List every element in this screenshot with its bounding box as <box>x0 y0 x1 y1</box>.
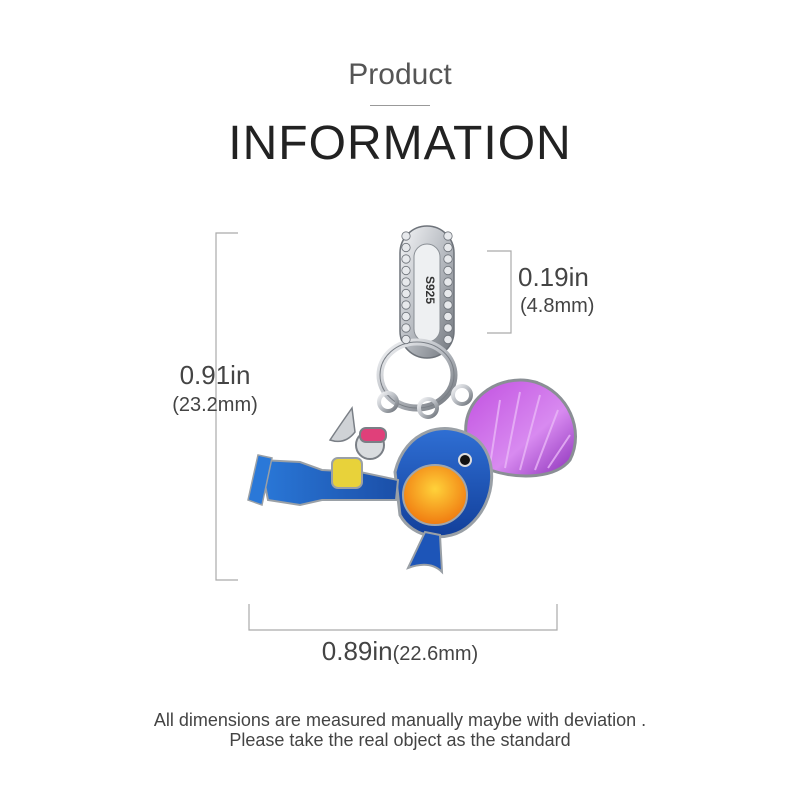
bail-bead <box>443 242 453 253</box>
note-line-2: Please take the real object as the stand… <box>229 730 571 750</box>
height-dimension-line <box>215 232 238 581</box>
bail-bead <box>443 288 453 299</box>
width-mm-label: (22.6mm) <box>392 643 479 665</box>
bail-bead <box>443 265 453 276</box>
bail-beads <box>401 231 453 345</box>
bail-bead <box>401 300 411 310</box>
bail-bead <box>443 277 453 287</box>
bail-bead <box>401 311 411 322</box>
bail-bead <box>401 288 411 299</box>
bail-bead <box>443 323 453 333</box>
beaded-bail <box>399 225 455 359</box>
diver-charm <box>247 405 400 507</box>
bail-bead <box>401 242 411 253</box>
width-label: 0.89in(22.6mm) <box>0 636 800 667</box>
bail-bead <box>443 311 453 322</box>
note-line-1: All dimensions are measured manually may… <box>153 710 647 730</box>
fish-charm <box>393 415 494 575</box>
s925-stamp: S925 <box>423 276 437 304</box>
bail-bead <box>443 254 453 264</box>
title-divider <box>370 105 430 106</box>
bail-bead <box>401 277 411 287</box>
ring-mm-label: (4.8mm) <box>520 295 595 317</box>
bail-bead <box>401 323 411 333</box>
bail-bead <box>401 265 411 276</box>
width-inches-label: 0.89in <box>321 636 393 666</box>
measurement-note: All dimensions are measured manually may… <box>0 710 800 750</box>
bail-bead <box>443 300 453 310</box>
ring-dimension-line <box>487 250 512 334</box>
ring-inches-label: 0.19in <box>518 262 589 292</box>
height-inches-label: 0.91in <box>179 360 251 390</box>
height-mm-label: (23.2mm) <box>172 394 258 416</box>
bail-bead <box>401 254 411 264</box>
bail-bead <box>443 334 453 345</box>
bail-bead <box>443 231 453 241</box>
title-product: Product <box>348 58 452 91</box>
bail-bead <box>401 334 411 345</box>
bail-bead <box>401 231 411 241</box>
title-information: INFORMATION <box>228 117 572 170</box>
width-dimension-line <box>248 604 558 631</box>
